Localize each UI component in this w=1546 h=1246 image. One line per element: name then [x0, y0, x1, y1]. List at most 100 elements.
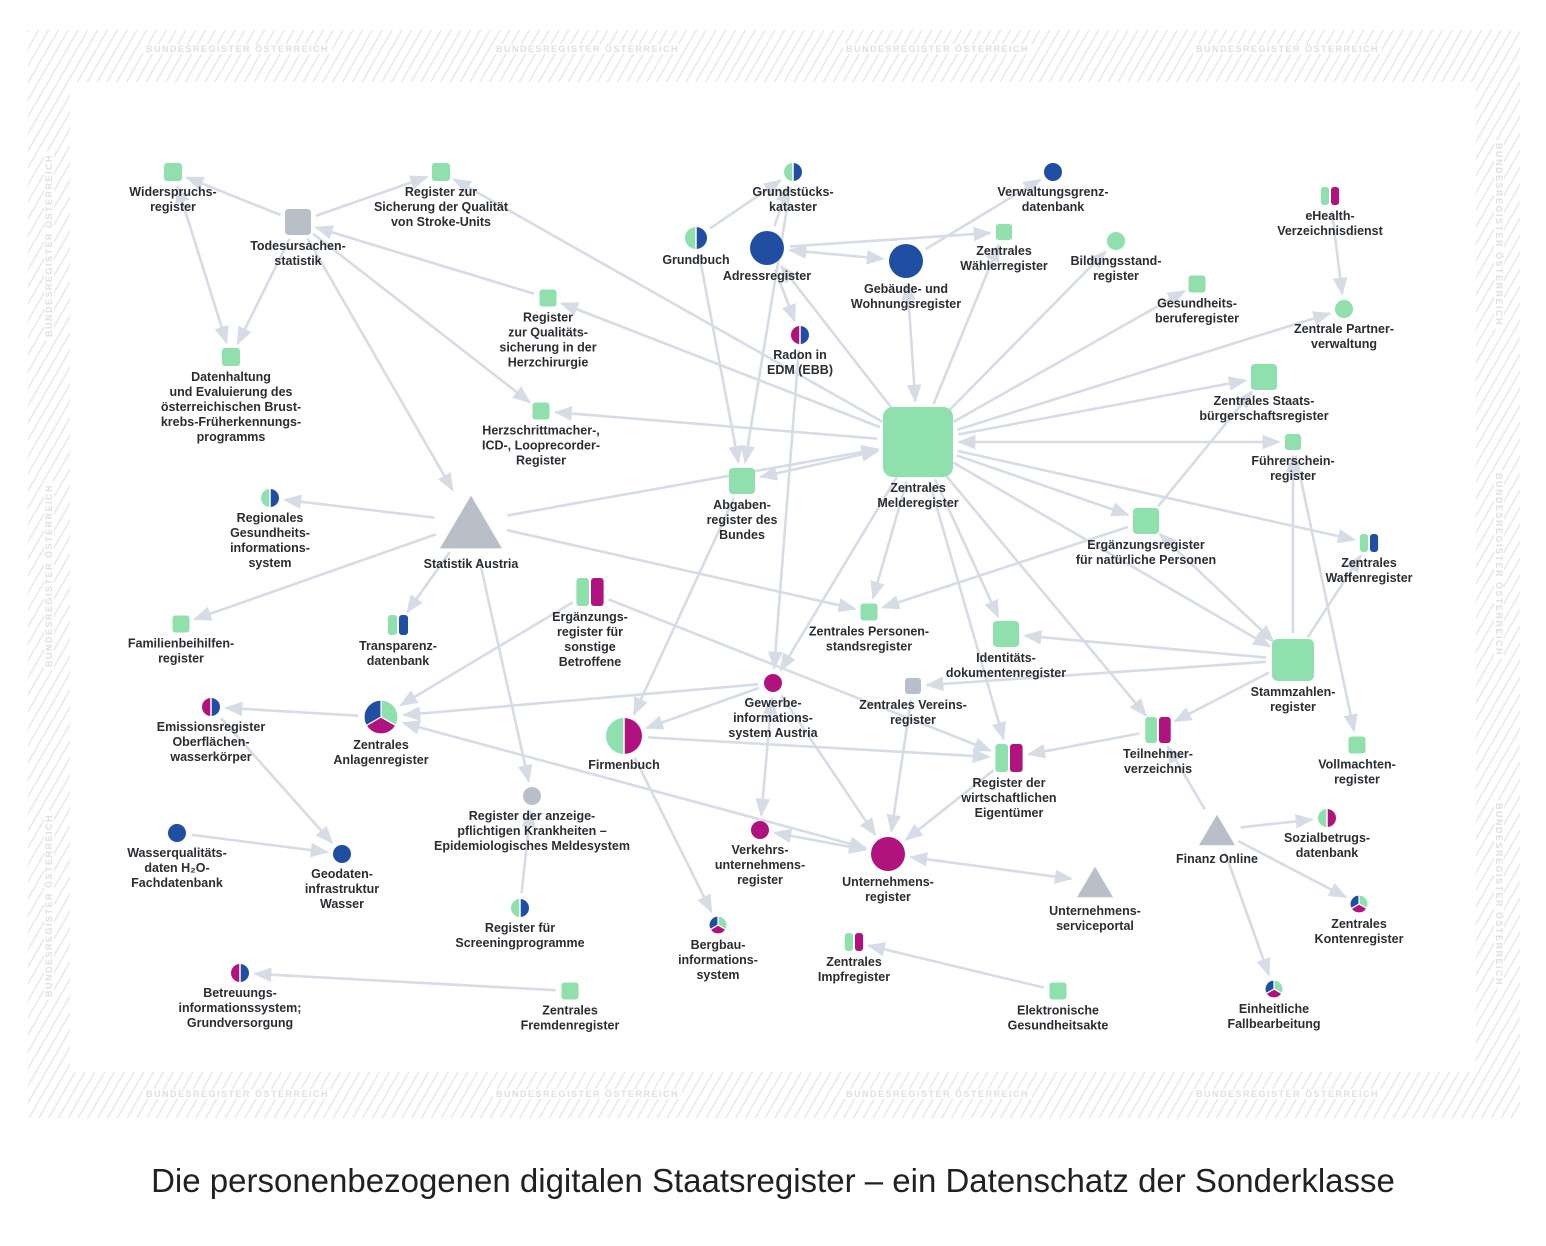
edge-zmr-waffen [957, 449, 1357, 544]
edge-gewerbe-anlagen [402, 683, 759, 721]
node-label-line: Gesundheitsakte [1008, 1019, 1109, 1033]
edge-zmr-ergaenzung_nat [956, 454, 1130, 517]
half-node-icon [231, 964, 249, 982]
node-label: Verkehrs-unternehmens-register [715, 843, 805, 887]
node-label-line: Epidemiologisches Meldesystem [434, 839, 630, 853]
node-label-line: Elektronische [1017, 1004, 1099, 1018]
node-label-line: informations- [733, 711, 813, 725]
node-label-line: Zentrales Personen- [809, 625, 929, 639]
square-node-icon [164, 163, 182, 181]
node-label-line: Ergänzungsregister [1087, 538, 1205, 552]
edge-stammzahlen-identitaet [1023, 629, 1267, 659]
node-label-line: Geodaten- [311, 867, 373, 881]
circle-node-icon [1107, 232, 1125, 250]
node-label: Herzschrittmacher-,ICD-, Looprecorder-Re… [482, 424, 600, 468]
edge-widerspruch-datenhaltung [175, 184, 229, 345]
circle-node-icon [750, 231, 784, 265]
node-label-line: Sozialbetrugs- [1284, 831, 1370, 845]
half-node-icon [606, 718, 642, 754]
node-label-line: wirtschaftlichen [960, 791, 1056, 805]
edge-anlagen-emission [224, 701, 359, 717]
half-node-icon [202, 698, 220, 716]
square-node-icon [539, 289, 557, 307]
edge-unternehmens-usp [908, 852, 1074, 884]
watermark: BUNDESREGISTER ÖSTERREICH [493, 44, 683, 54]
node-label-line: informations- [678, 953, 758, 967]
pie-node-icon [708, 915, 728, 935]
watermark: BUNDESREGISTER ÖSTERREICH [843, 1089, 1033, 1099]
node-label: Teilnehmer-verzeichnis [1123, 747, 1193, 776]
square-node-icon [1251, 364, 1277, 390]
edge-statistik-zmr [507, 444, 880, 517]
bar-node-icon [1359, 534, 1379, 552]
node-label-line: register [865, 890, 911, 904]
edge-finanzonline-fallbearb [1223, 852, 1271, 977]
square-node-icon [1049, 982, 1067, 1000]
node-label-line: Bundes [719, 528, 765, 542]
circle-node-icon [333, 845, 351, 863]
node-label-line: infrastruktur [305, 882, 379, 896]
node-label-line: register [1270, 700, 1316, 714]
node-ehealth: eHealth-Verzeichnisdienst [1277, 187, 1384, 238]
nodes-layer: Widerspruchs-registerTodesursachen-stati… [127, 163, 1413, 1033]
edge-todesursachen-herzschritt [312, 232, 531, 404]
node-label-line: register [158, 652, 204, 666]
node-label: Unternehmens-serviceportal [1049, 904, 1141, 933]
node-gesundheitsberufe: Gesundheits-beruferegister [1155, 275, 1239, 326]
node-label-line: Verwaltungsgrenz- [997, 185, 1108, 199]
edge-zmr-partner [956, 311, 1332, 432]
node-label-line: register [890, 713, 936, 727]
node-label-line: Grundbuch [662, 253, 729, 267]
edge-fuehrerschein-vollmachten [1294, 455, 1358, 733]
node-label-line: programms [197, 430, 266, 444]
node-label-line: österreichischen Brust- [161, 400, 301, 414]
edge-finanzonline-sozialbetrug [1240, 814, 1314, 829]
node-label-line: Bergbau- [691, 938, 746, 952]
node-label-line: Grundversorgung [187, 1016, 293, 1030]
node-label-line: krebs-Früherkennungs- [161, 415, 301, 429]
edge-ergaenzung_sonst-anlagen [399, 601, 574, 707]
node-grundstueck: Grundstücks-kataster [752, 163, 834, 214]
node-label-line: Zentrales [1331, 917, 1387, 931]
node-label-line: register [1093, 269, 1139, 283]
square-node-icon [996, 224, 1012, 240]
node-label-line: Statistik Austria [424, 557, 520, 571]
node-label-line: Verkehrs- [732, 843, 789, 857]
edge-ergaenzung_nat-stammzahlen [1158, 532, 1275, 643]
edge-grundbuch-abgaben [697, 254, 743, 465]
node-statistik: Statistik Austria [424, 495, 520, 571]
pie-node-icon [1349, 894, 1369, 914]
triangle-node-icon [1077, 866, 1113, 898]
half-node-icon [784, 163, 802, 181]
edge-stammzahlen-waffen [1306, 554, 1362, 639]
node-label-line: Herzschrittmacher-, [482, 424, 599, 438]
edge-wasserqual-geodaten [191, 833, 329, 858]
bar-node-icon [1145, 717, 1171, 743]
node-label-line: Anlagenregister [333, 753, 428, 767]
node-label-line: Register [516, 454, 566, 468]
square-node-icon [1133, 508, 1159, 534]
node-staatsbuerger: Zentrales Staats-bürgerschaftsregister [1199, 364, 1329, 423]
edge-zmr-stroke [452, 178, 883, 423]
square-node-icon [561, 982, 579, 1000]
node-label-line: dokumentenregister [946, 666, 1066, 680]
node-bildung: Bildungsstand-register [1071, 232, 1161, 283]
half-node-icon [1318, 809, 1336, 827]
node-label-line: Wählerregister [960, 259, 1048, 273]
square-node-icon [432, 163, 450, 181]
